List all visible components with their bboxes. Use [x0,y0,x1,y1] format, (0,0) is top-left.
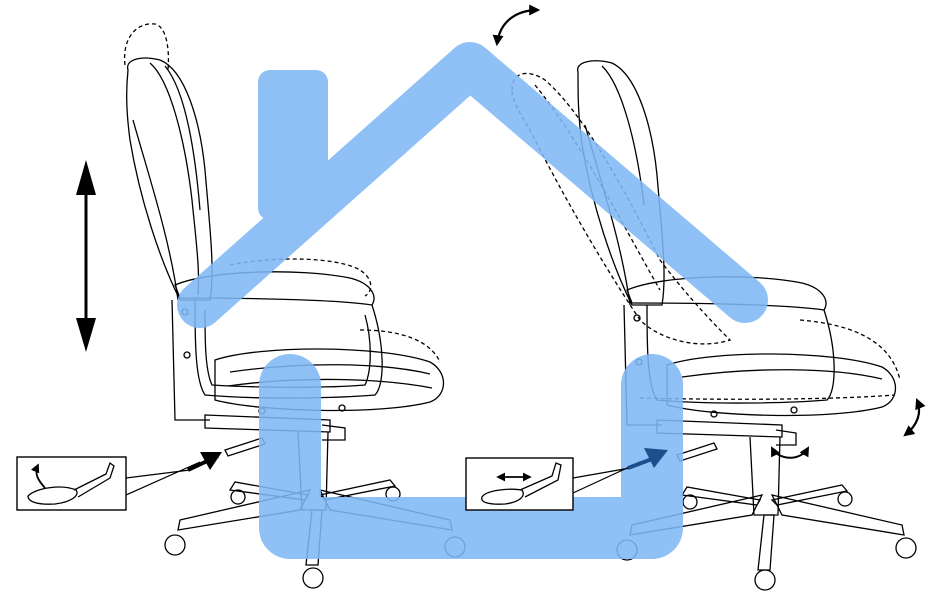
lever-pull-up-icon [16,456,127,511]
house-chimney [258,70,328,220]
curved-rotation-arrow-icon [492,4,541,47]
curved-rotation-arrow-icon [903,397,926,437]
lever-slide-icon [465,457,574,511]
left-chair-backrest-raised-outline [123,23,170,71]
curved-rotation-arrow-icon [771,446,809,459]
double-vertical-arrow-icon [76,160,96,352]
right-chair-backrest-reclined-outline [511,72,732,345]
callout-leader-left [125,461,201,496]
right-chair-seat [666,353,897,417]
left-chair-backrest [126,57,213,301]
house-roof [177,42,768,328]
